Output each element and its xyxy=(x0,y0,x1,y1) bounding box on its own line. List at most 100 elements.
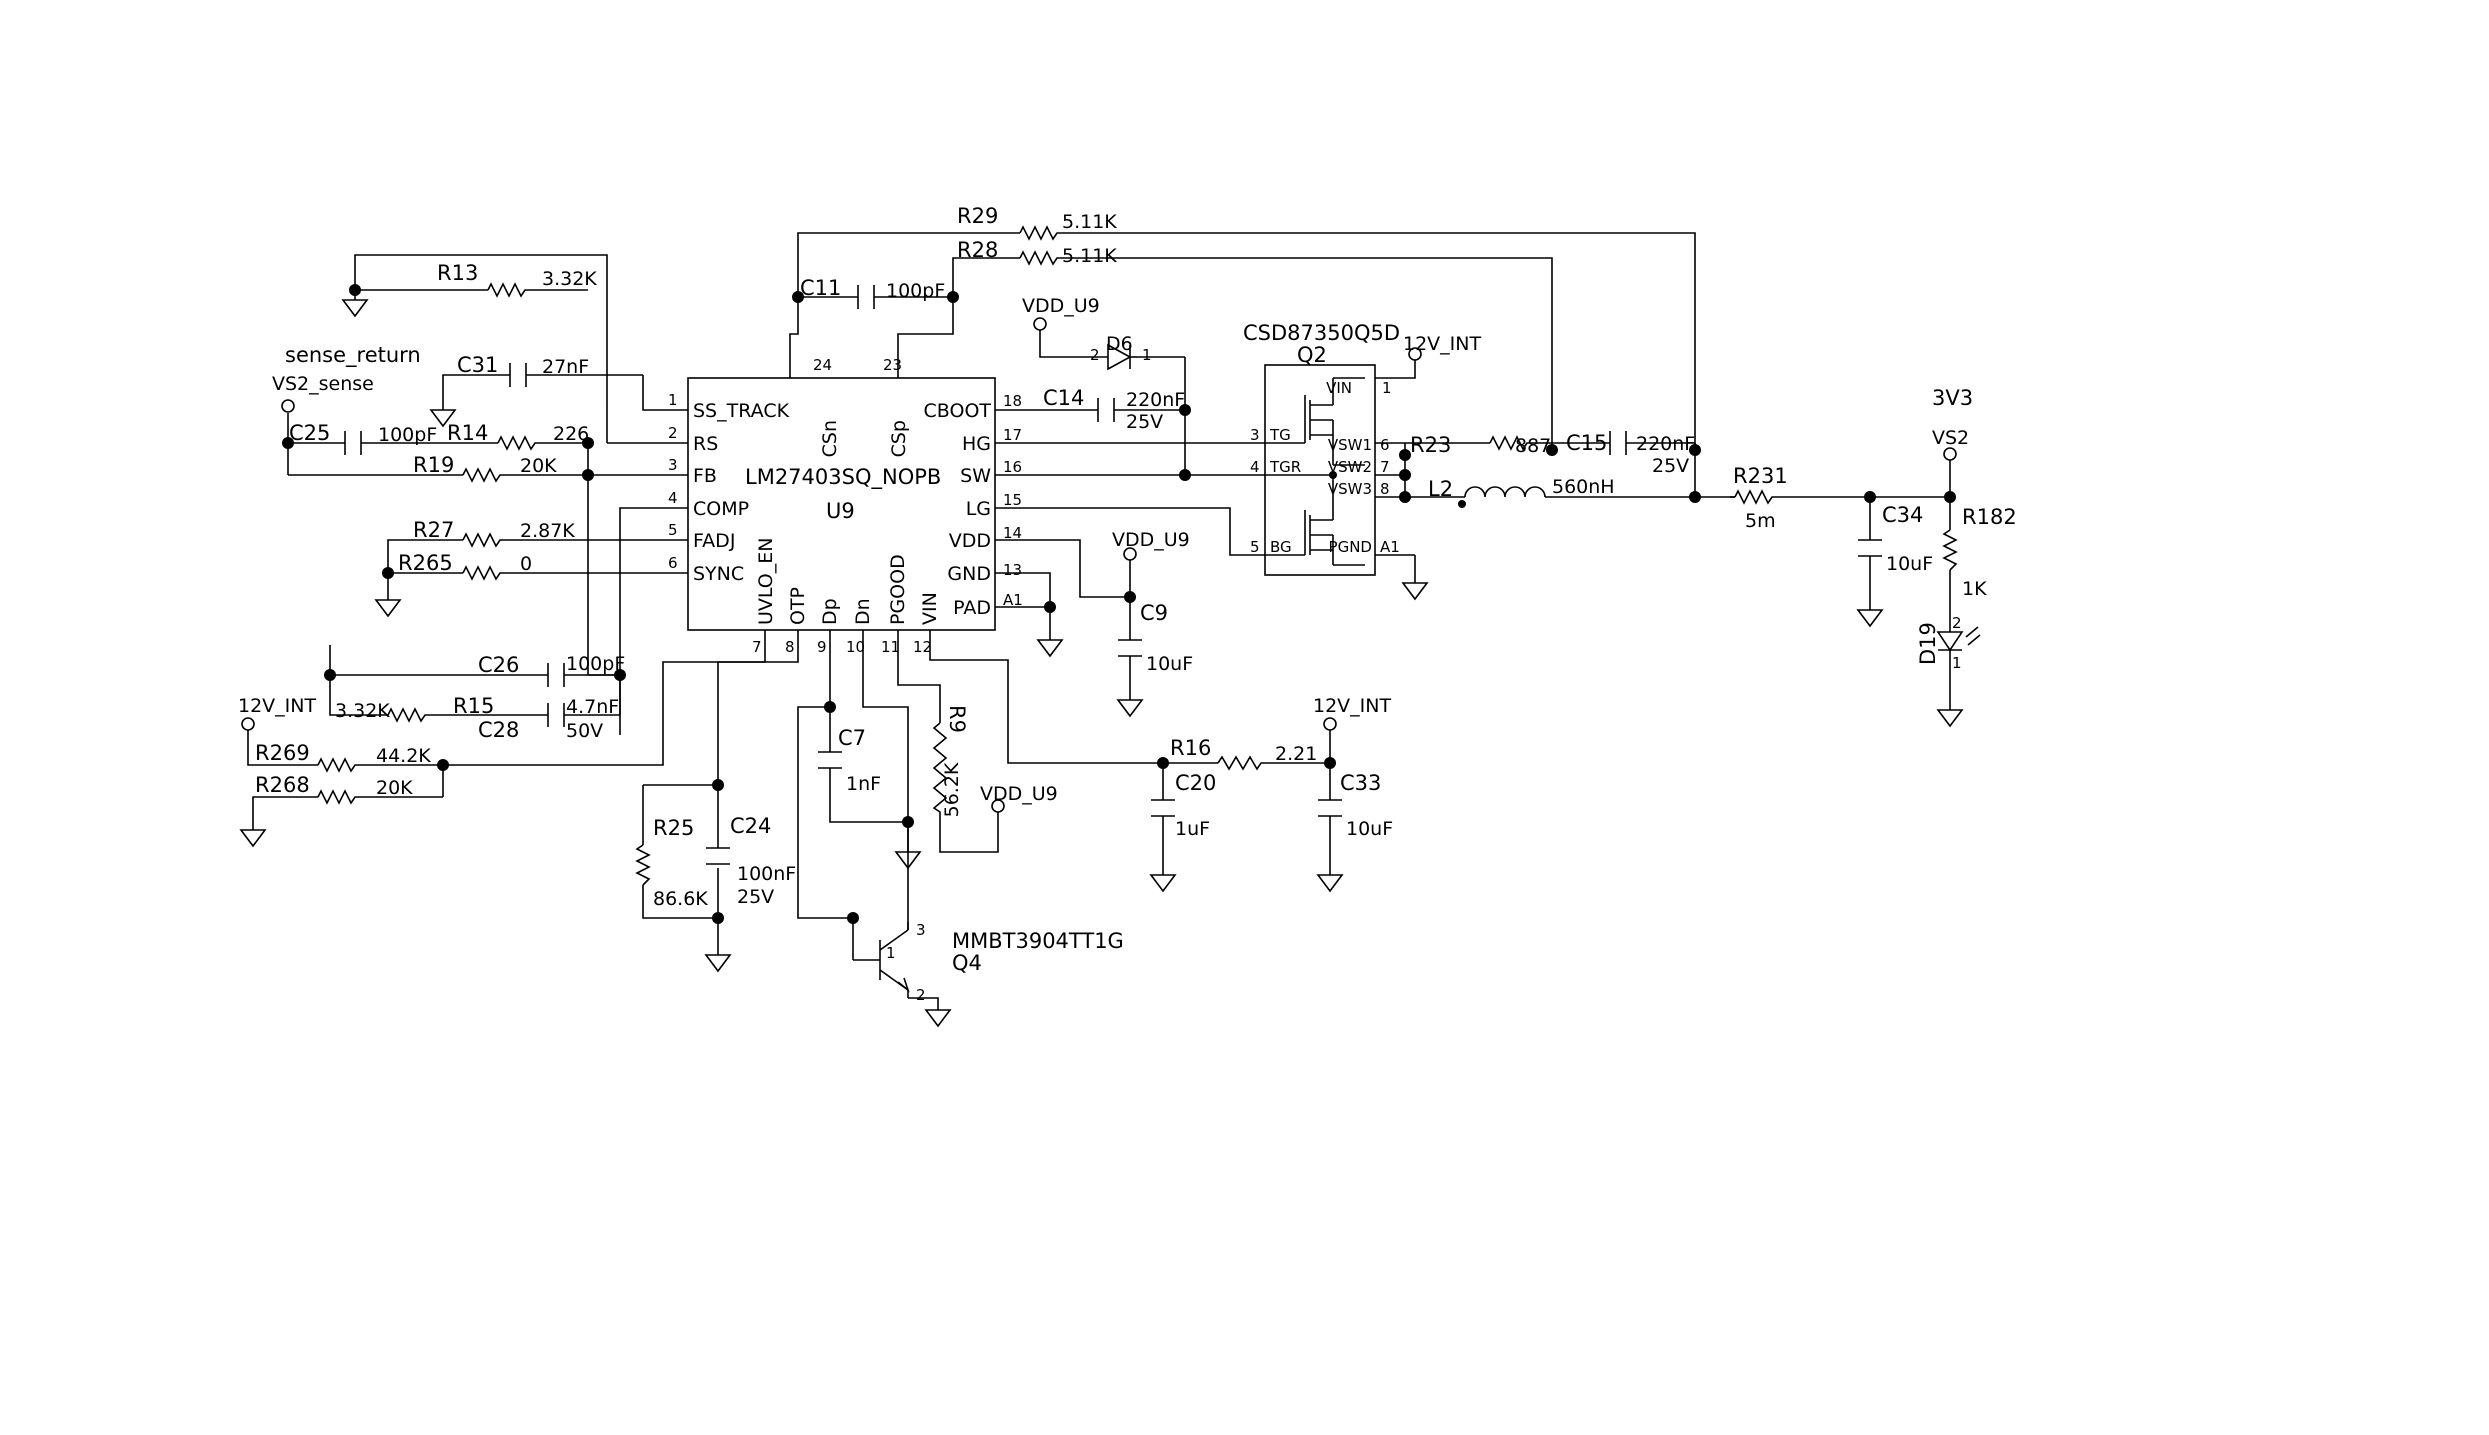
inductor-l2[interactable] xyxy=(1464,486,1546,498)
pin-number: 6 xyxy=(1380,436,1390,454)
pin-number: 7 xyxy=(752,638,762,656)
label-c9: C9 xyxy=(1140,601,1168,625)
u9-pin-pgood: PGOOD xyxy=(887,554,909,625)
pin-number: 1 xyxy=(1952,654,1962,672)
u9-pin-comp: COMP xyxy=(693,498,749,520)
label-c11: C11 xyxy=(800,276,841,300)
resistor-r27[interactable] xyxy=(462,532,503,548)
resistor-r28[interactable] xyxy=(1019,250,1060,266)
resistor-r23[interactable] xyxy=(1489,435,1530,451)
ground-icon xyxy=(1856,609,1884,628)
pin-number: 1 xyxy=(1142,346,1152,364)
u9-pin-hg: HG xyxy=(962,433,991,455)
port-vdd-u9[interactable] xyxy=(1033,317,1047,331)
port-vs2[interactable] xyxy=(1943,447,1957,461)
pin-number: 5 xyxy=(1250,538,1260,556)
label-l2: L2 xyxy=(1428,477,1453,501)
value-l2: 560nH xyxy=(1552,476,1615,498)
mosfet-q2[interactable]: CSD87350Q5D Q2 VIN TG TGR BG VSW1 VSW2 V… xyxy=(1243,321,1400,576)
resistor-r182[interactable] xyxy=(1942,529,1958,571)
ground-icon xyxy=(894,851,922,870)
pin-number: 5 xyxy=(668,521,678,539)
q2-pin-tgr: TGR xyxy=(1269,458,1301,476)
ground-icon xyxy=(239,829,267,848)
label-r265: R265 xyxy=(398,551,453,575)
net-12v-int: 12V_INT xyxy=(1313,695,1391,717)
volt-c14: 25V xyxy=(1126,411,1163,433)
value-c33: 10uF xyxy=(1346,818,1393,840)
value-c20: 1uF xyxy=(1175,818,1210,840)
value-r28: 5.11K xyxy=(1062,245,1117,267)
net-vdd-u9: VDD_U9 xyxy=(1022,295,1100,317)
value-c24: 100nF xyxy=(737,863,796,885)
resistor-r16[interactable] xyxy=(1217,755,1263,771)
resistor-r13[interactable] xyxy=(487,282,528,298)
capacitor-c14[interactable] xyxy=(1097,398,1115,422)
label-r27: R27 xyxy=(413,518,454,542)
port-12v-int[interactable] xyxy=(1408,347,1422,361)
resistor-r231[interactable] xyxy=(1734,489,1775,505)
label-c33: C33 xyxy=(1340,771,1381,795)
capacitor-c11[interactable] xyxy=(857,285,875,309)
capacitor-c34[interactable] xyxy=(1858,539,1882,557)
net-12v-int: 12V_INT xyxy=(1403,333,1481,355)
value-c15: 220nF xyxy=(1636,433,1695,455)
pin-number: 3 xyxy=(916,921,926,939)
capacitor-c31[interactable] xyxy=(509,363,527,387)
label-r23: R23 xyxy=(1410,433,1451,457)
pin-number: 1 xyxy=(886,944,896,962)
resistor-r19[interactable] xyxy=(462,467,503,483)
port-12v-int[interactable] xyxy=(1323,717,1337,731)
capacitor-c28[interactable] xyxy=(547,703,565,727)
pin-number: 18 xyxy=(1003,392,1022,410)
resistor-r15[interactable] xyxy=(387,707,428,723)
capacitor-c24[interactable] xyxy=(706,847,730,865)
label-r182: R182 xyxy=(1962,505,2017,529)
resistors xyxy=(317,225,1958,886)
port-vdd-u9[interactable] xyxy=(1123,547,1137,561)
pin-number: 8 xyxy=(785,638,795,656)
u9-pin-uvlo: UVLO_EN xyxy=(755,538,777,626)
u9-pin-dn: Dn xyxy=(852,598,874,625)
q2-part: CSD87350Q5D xyxy=(1243,321,1400,345)
port-vdd-u9[interactable] xyxy=(991,799,1005,813)
pin-number: 9 xyxy=(817,638,827,656)
pin-number: 16 xyxy=(1003,458,1022,476)
label-r9: R9 xyxy=(945,705,969,733)
ic-u9[interactable]: LM27403SQ_NOPB U9 SS_TRACK RS FB COMP FA… xyxy=(668,356,1023,656)
pin-number: 14 xyxy=(1003,524,1022,542)
resistor-r265[interactable] xyxy=(462,565,503,581)
capacitor-c26[interactable] xyxy=(547,663,565,687)
resistor-r14[interactable] xyxy=(497,435,538,451)
net-sense-return: sense_return xyxy=(285,343,421,368)
u9-part: LM27403SQ_NOPB xyxy=(745,465,941,490)
value-c9: 10uF xyxy=(1146,653,1193,675)
resistor-r29[interactable] xyxy=(1019,225,1060,241)
value-r9: 56.2K xyxy=(941,762,963,817)
u9-pin-gnd: GND xyxy=(947,563,991,585)
port-vs2-sense[interactable] xyxy=(281,399,295,413)
label-r231: R231 xyxy=(1733,464,1788,488)
u9-pin-fadj: FADJ xyxy=(693,530,735,552)
capacitor-c20[interactable] xyxy=(1151,799,1175,817)
capacitor-c25[interactable] xyxy=(344,431,362,455)
value-c25: 100pF xyxy=(378,424,437,446)
diode-d6[interactable] xyxy=(1107,343,1138,371)
capacitor-c33[interactable] xyxy=(1318,799,1342,817)
capacitor-c7[interactable] xyxy=(818,751,842,769)
resistor-r9[interactable] xyxy=(932,722,948,817)
capacitor-c9[interactable] xyxy=(1118,597,1142,700)
resistor-r25[interactable] xyxy=(635,844,651,886)
pin-number: 7 xyxy=(1380,458,1390,476)
value-c7: 1nF xyxy=(846,773,881,795)
port-12v-int[interactable] xyxy=(241,717,255,731)
transistor-q4[interactable] xyxy=(879,822,939,1010)
pin-number: A1 xyxy=(1003,591,1023,609)
capacitor-c15[interactable] xyxy=(1609,431,1627,455)
value-c28: 4.7nF xyxy=(566,696,619,718)
pin-number: 2 xyxy=(1090,346,1100,364)
resistor-r268[interactable] xyxy=(317,789,358,805)
u9-pin-vdd: VDD xyxy=(949,530,991,552)
resistor-r269[interactable] xyxy=(317,757,358,773)
led-d19[interactable] xyxy=(1936,625,1981,657)
